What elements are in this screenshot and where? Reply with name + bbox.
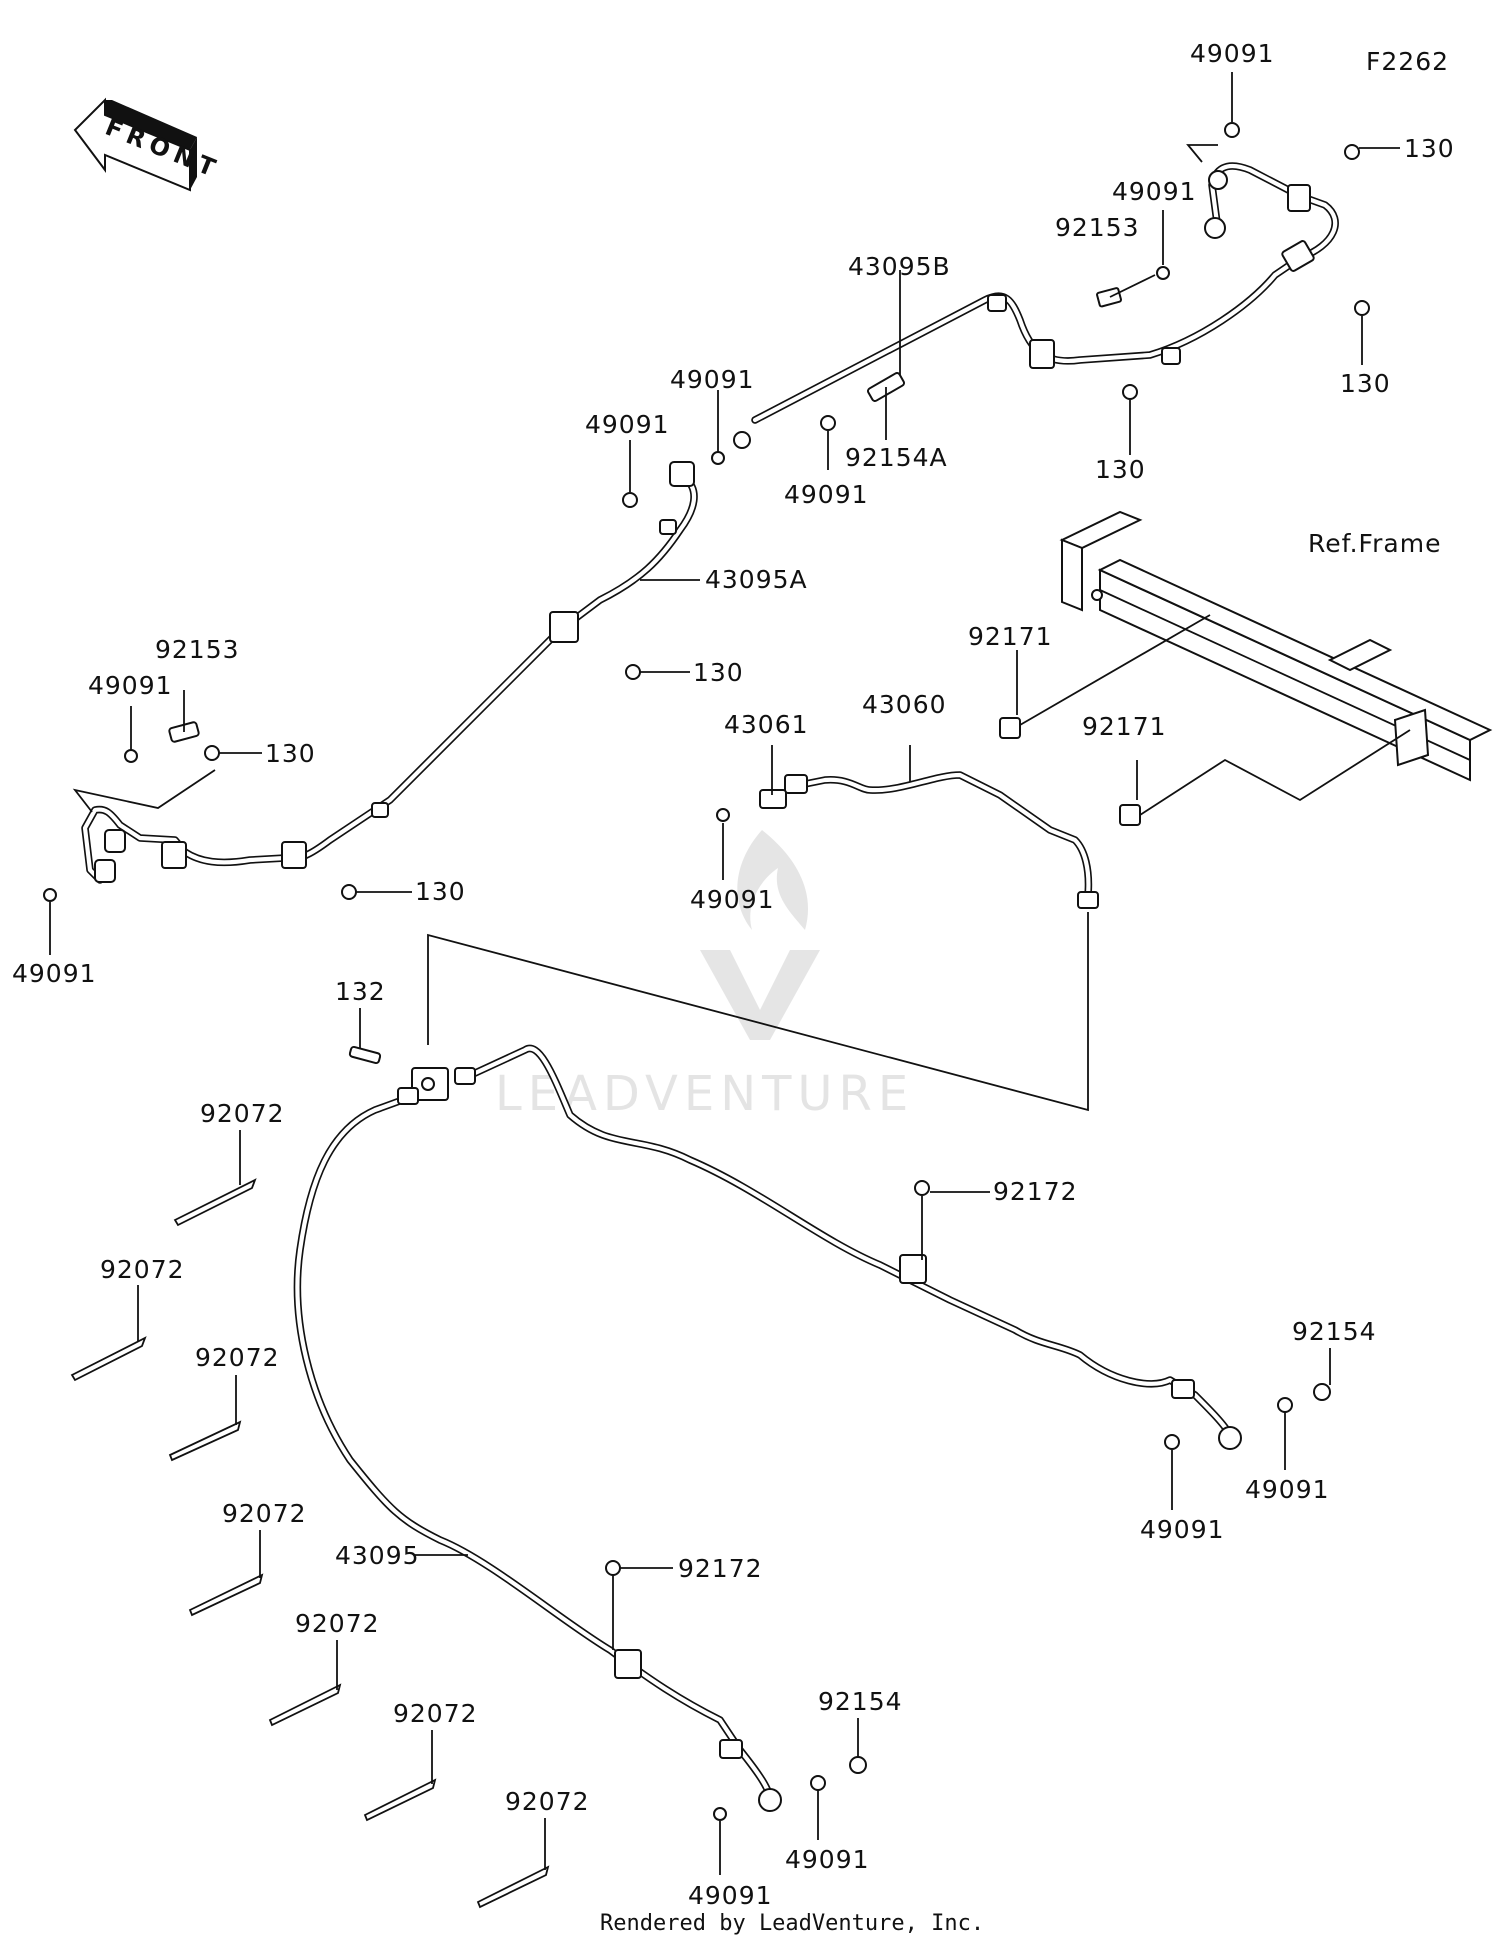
ref-frame	[1059, 510, 1493, 782]
render-credit: Rendered by LeadVenture, Inc.	[600, 1911, 984, 1936]
callout-49091: 49091	[12, 959, 97, 988]
ref-frame-label: Ref.Frame	[1308, 529, 1441, 558]
callout-49091: 49091	[1245, 1475, 1330, 1504]
callout-92154A: 92154A	[845, 443, 948, 472]
clips-92171	[999, 717, 1141, 826]
brake-hose-43095	[293, 1044, 1242, 1812]
callout-49091: 49091	[1112, 177, 1197, 206]
brake-hose-43095B	[751, 162, 1339, 424]
callout-92172: 92172	[993, 1177, 1078, 1206]
leader-lines	[49, 72, 1411, 1875]
callout-49091: 49091	[88, 671, 173, 700]
fasteners-lower	[348, 1045, 1331, 1821]
callout-49091: 49091	[785, 1845, 870, 1874]
callout-130: 130	[265, 739, 316, 768]
brake-hose-43095A	[81, 461, 698, 884]
callout-92072: 92072	[222, 1499, 307, 1528]
callout-49091: 49091	[585, 410, 670, 439]
callout-92072: 92072	[200, 1099, 285, 1128]
callout-43060: 43060	[862, 690, 947, 719]
front-arrow-icon: FRONT	[73, 97, 225, 192]
callout-92171: 92171	[968, 622, 1053, 651]
callout-92072: 92072	[393, 1699, 478, 1728]
brake-line-43060	[716, 771, 1099, 909]
callout-92172: 92172	[678, 1554, 763, 1583]
callout-49091: 49091	[1140, 1515, 1225, 1544]
callout-49091: 49091	[784, 480, 869, 509]
callout-92154: 92154	[1292, 1317, 1377, 1346]
callout-49091: 49091	[670, 365, 755, 394]
callout-92072: 92072	[195, 1343, 280, 1372]
diagram-code: F2262	[1366, 47, 1449, 76]
callout-49091: 49091	[688, 1881, 773, 1910]
callout-92171: 92171	[1082, 712, 1167, 741]
fasteners-upper-right	[622, 122, 1370, 508]
callout-labels: 49091 130 49091 92153 43095B 130 49091 4…	[12, 39, 1455, 1910]
callout-43061: 43061	[724, 710, 809, 739]
callout-92072: 92072	[505, 1787, 590, 1816]
callout-92072: 92072	[295, 1609, 380, 1638]
callout-49091: 49091	[690, 885, 775, 914]
callout-43095: 43095	[335, 1541, 420, 1570]
callout-92154: 92154	[818, 1687, 903, 1716]
callout-130: 130	[693, 658, 744, 687]
callout-49091: 49091	[1190, 39, 1275, 68]
fasteners-middle-left	[43, 664, 641, 902]
reference-bracket-line	[427, 912, 1089, 1112]
callout-130: 130	[1404, 134, 1455, 163]
callout-132: 132	[335, 977, 386, 1006]
callout-92153: 92153	[1055, 213, 1140, 242]
callout-92072: 92072	[100, 1255, 185, 1284]
callout-130: 130	[1095, 455, 1146, 484]
callout-130: 130	[415, 877, 466, 906]
callout-92153: 92153	[155, 635, 240, 664]
callout-130: 130	[1340, 369, 1391, 398]
callout-43095A: 43095A	[705, 565, 808, 594]
cable-ties-92072	[70, 1178, 550, 1909]
callout-43095B: 43095B	[848, 252, 951, 281]
